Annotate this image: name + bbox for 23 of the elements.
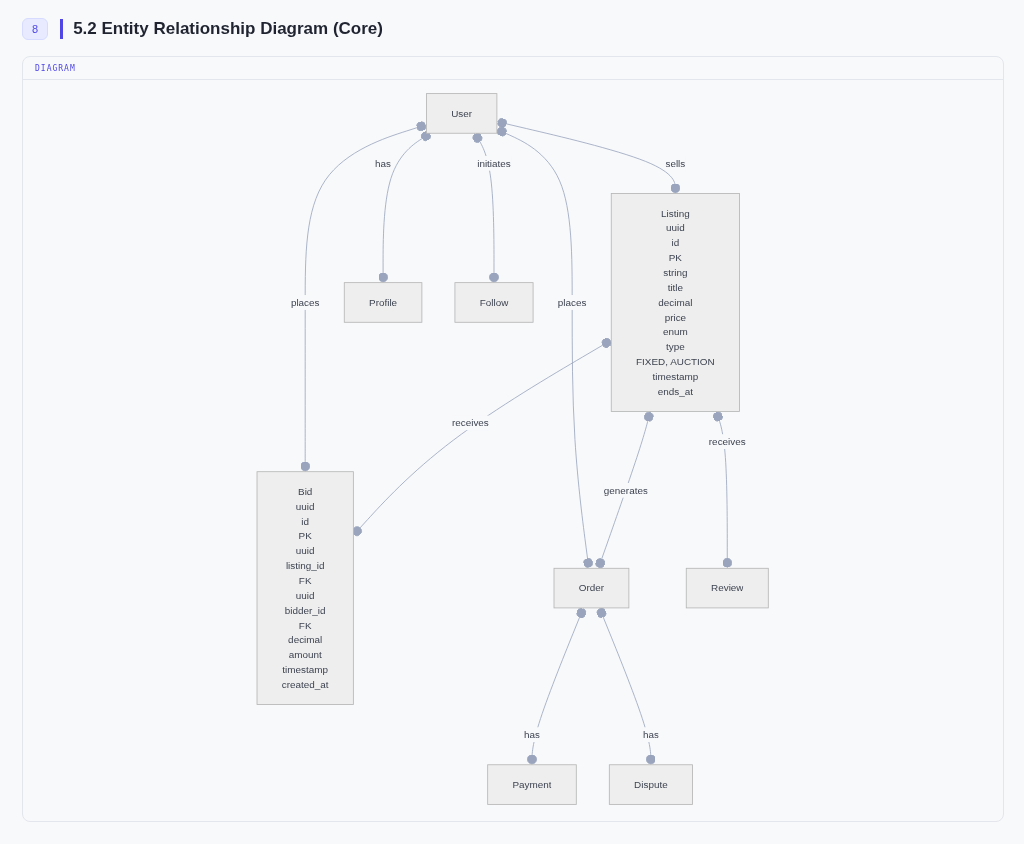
edge-label: places: [558, 296, 587, 309]
edge-label: has: [375, 157, 392, 170]
section-number-badge: 8: [22, 18, 49, 40]
diagram-card: DIAGRAM has places initiates places sells receives generates receives has has User Listing uuid id PK string title decimal price enum type FIXED, AUCTION timestamp ends_at Profile Follow Bid uuid id PK uuid listing_id FK uuid bidder_id FK decimal amount timestamp created_at Order Review Payment Dispute: [22, 56, 1004, 822]
node-box: [344, 282, 423, 323]
node-box: [256, 471, 355, 705]
node-box: [454, 282, 534, 323]
node-box: [487, 764, 578, 805]
card-header-label: DIAGRAM: [35, 64, 76, 73]
node-box: [611, 193, 741, 412]
node-box: [686, 567, 770, 609]
edge-label: has: [643, 728, 660, 741]
node-box: [609, 764, 694, 805]
section-title: 5.2 Entity Relationship Diagram (Core): [60, 19, 383, 39]
edge-label: generates: [604, 484, 649, 497]
edge-label: initiates: [477, 157, 512, 170]
edge-label: has: [524, 728, 541, 741]
edge-label: receives: [709, 435, 747, 448]
node-box: [553, 567, 630, 609]
edge-label: sells: [665, 157, 686, 170]
edge-label: receives: [452, 417, 490, 429]
edge-label: places: [291, 296, 320, 309]
node-box: [426, 93, 498, 134]
